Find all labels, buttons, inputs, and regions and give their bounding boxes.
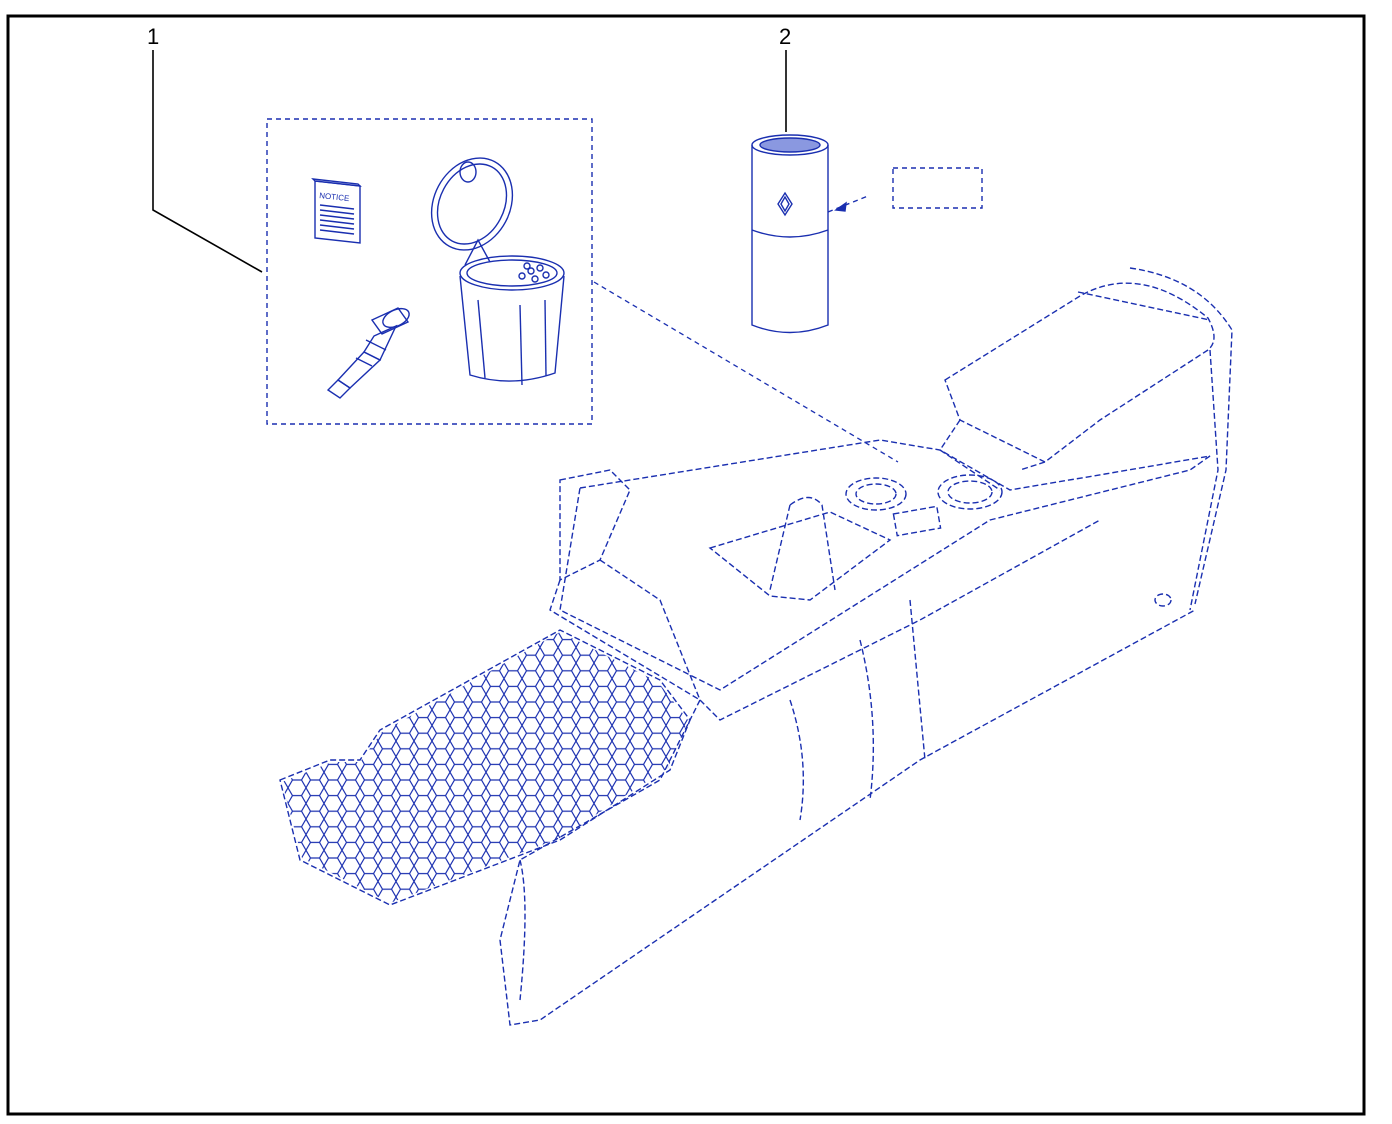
label-placeholder-box xyxy=(892,167,983,209)
storage-bin xyxy=(279,629,691,906)
center-console xyxy=(279,267,1233,1026)
cupholder-left xyxy=(845,477,907,511)
diagram-border xyxy=(6,14,1366,1116)
honeycomb-mesh xyxy=(282,632,688,903)
kit-to-console-leader xyxy=(593,281,899,463)
accessory-kit: NOTICE xyxy=(266,118,593,425)
callout-2: 2 xyxy=(779,24,791,132)
notice-label: NOTICE xyxy=(319,191,350,203)
power-adapter-icon xyxy=(326,307,410,399)
gear-boot xyxy=(708,511,892,601)
cupholder-right xyxy=(937,474,1003,510)
console-top-surface xyxy=(559,439,1211,691)
callout-2-label: 2 xyxy=(779,24,791,49)
callout-1-leader xyxy=(152,50,263,273)
kit-dashed-box xyxy=(266,118,593,425)
console-armrest xyxy=(944,282,1215,463)
air-purifier xyxy=(751,134,983,334)
callout-1: 1 xyxy=(147,24,263,273)
brand-logo-icon xyxy=(777,191,793,217)
console-side-body xyxy=(499,609,1196,1026)
callout-1-label: 1 xyxy=(147,24,159,49)
ashtray-cup-icon xyxy=(430,157,565,386)
notice-booklet-icon: NOTICE xyxy=(311,178,362,244)
